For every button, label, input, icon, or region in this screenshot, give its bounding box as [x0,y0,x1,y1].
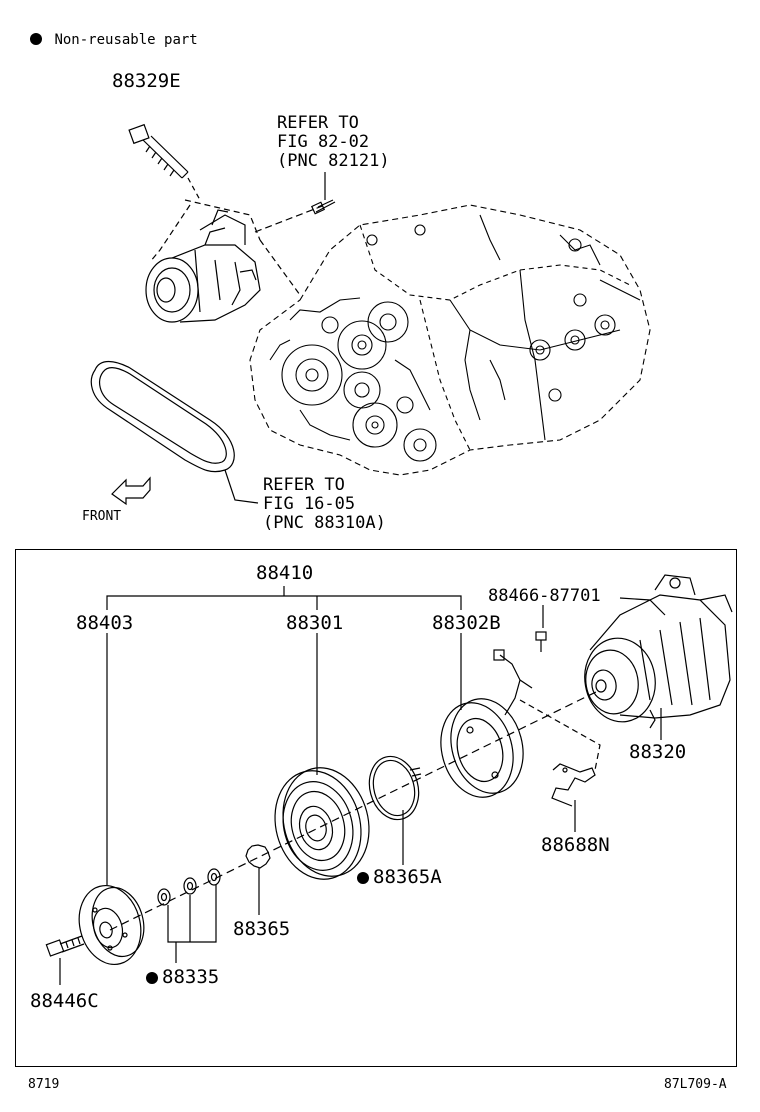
non-reusable-dot-icon [357,872,369,884]
ref1-line3: (PNC 82121) [277,151,390,171]
shims-shape [157,868,221,906]
bracket-clip-shape [551,763,596,807]
stator-shape [440,649,533,798]
drive-belt-shape [90,360,259,504]
label-88446C: 88446C [30,990,99,1012]
compressor-large-shape [584,574,733,729]
footer-left-code: 8719 [28,1077,60,1092]
pulley-shape [274,767,370,880]
label-88365A-text: 88365A [373,866,442,888]
bolt-88329E-shape [128,123,201,201]
clutch-hub-shape [78,884,145,966]
screw-shape [535,631,547,652]
label-88329E: 88329E [112,70,181,92]
label-88335-text: 88335 [162,966,220,988]
ref2-line2: FIG 16-05 [263,494,356,514]
snap-ring-small-shape [245,844,271,869]
refer-fig-82-02: REFER TO FIG 82-02 (PNC 82121) [277,114,390,171]
detail-box [15,549,737,1067]
non-reusable-dot-icon [146,972,158,984]
compressor-small-illustration [145,199,336,323]
front-arrow-icon [111,476,151,506]
ref1-line2: FIG 82-02 [277,132,370,152]
assembly-bracket [106,586,462,610]
label-88302B: 88302B [432,612,501,634]
bolt-88446C-shape [45,935,85,957]
legend: Non-reusable part [30,32,198,48]
snap-ring-large-shape [368,755,422,821]
ref2-line1: REFER TO [263,475,345,495]
refer-fig-16-05: REFER TO FIG 16-05 (PNC 88310A) [263,476,386,533]
label-88403: 88403 [76,612,134,634]
engine-illustration [249,204,651,476]
ref2-line3: (PNC 88310A) [263,513,386,533]
label-88466-87701: 88466-87701 [488,586,601,606]
label-88335: 88335 [146,966,219,988]
ref1-line1: REFER TO [277,113,359,133]
label-88365A: 88365A [357,866,442,888]
legend-text: Non-reusable part [54,32,198,48]
non-reusable-dot-icon [30,33,42,45]
footer-right-code: 87L709-A [664,1077,727,1092]
label-88320: 88320 [629,741,687,763]
label-88410: 88410 [256,562,314,584]
label-88688N: 88688N [541,834,610,856]
label-88301: 88301 [286,612,344,634]
front-label: FRONT [82,509,122,524]
label-88365: 88365 [233,918,291,940]
